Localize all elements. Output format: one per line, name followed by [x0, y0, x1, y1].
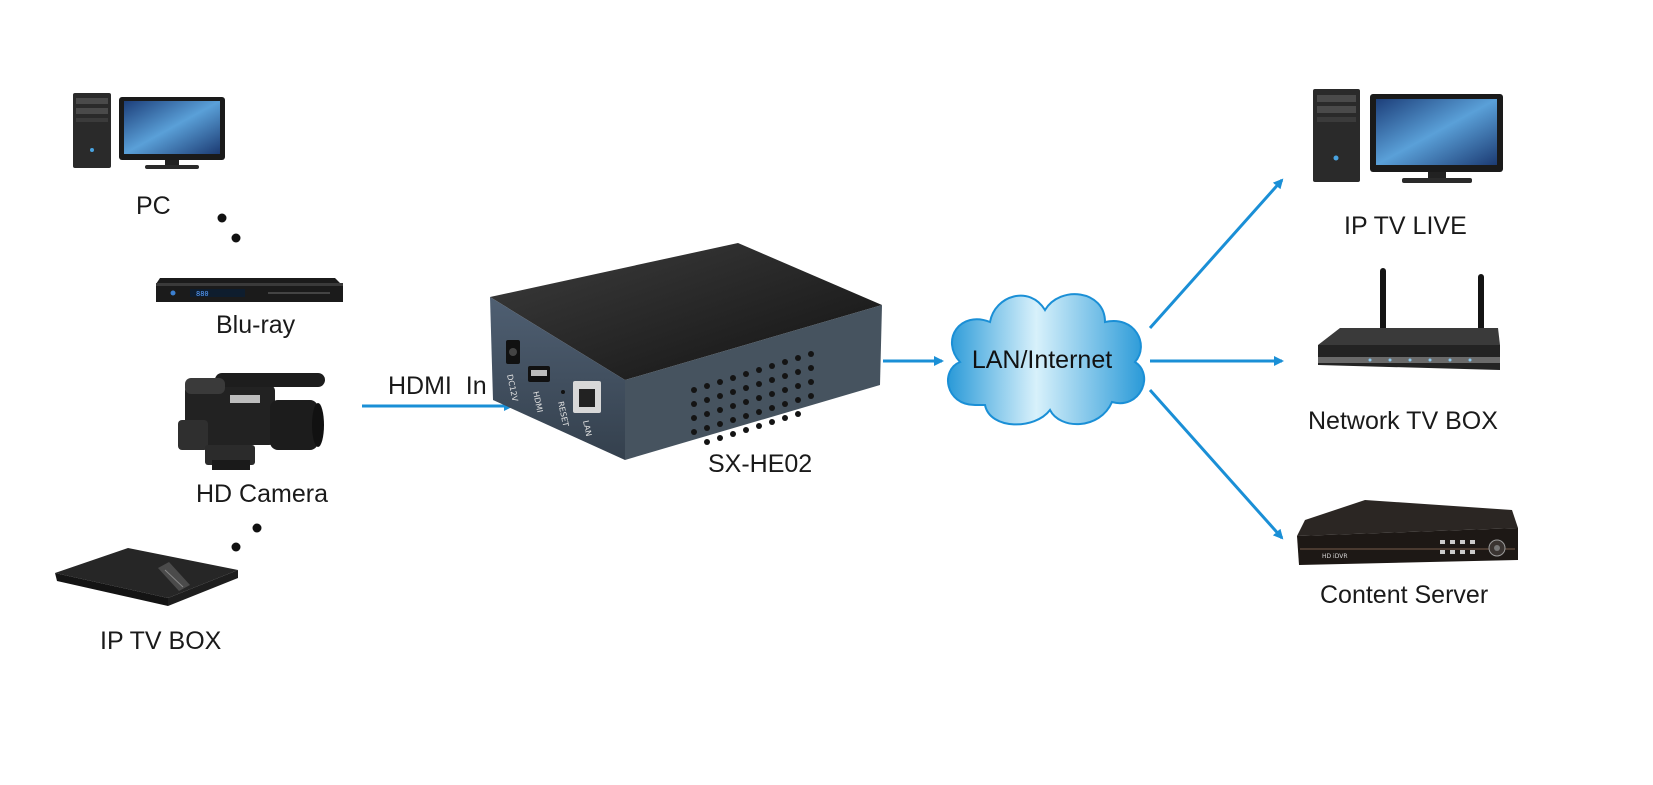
output-contentserver-icon: HD iDVR [1297, 500, 1518, 565]
dot-connector [217, 213, 227, 223]
reset-button [561, 390, 565, 394]
network-label: LAN/Internet [972, 346, 1112, 374]
dot-connector [231, 542, 241, 552]
encoder-label: SX-HE02 [708, 450, 813, 478]
output-label-iptvlive: IP TV LIVE [1344, 212, 1467, 240]
port-label-hdmi: HDMI [531, 391, 544, 414]
cloud-to-iptvlive-arrow [1148, 178, 1284, 329]
source-iptvbox-icon [55, 548, 238, 606]
dot-connector [231, 233, 241, 243]
output-label-nettvbox: Network TV BOX [1308, 407, 1498, 435]
network-cloud-icon: LAN/Internet [947, 293, 1146, 426]
dvr-brand-text: HD iDVR [1322, 553, 1348, 560]
source-label-iptvbox: IP TV BOX [100, 627, 222, 655]
bluray-display-text: 880 [196, 290, 209, 298]
output-nettvbox-icon [1318, 268, 1500, 370]
source-pc-icon [73, 93, 225, 169]
encoder-device-icon: DC12V HDMI RESET LAN [490, 243, 882, 460]
source-camera-icon [178, 373, 325, 470]
source-label-pc: PC [136, 192, 171, 220]
port-label-lan: LAN [581, 420, 593, 438]
dot-connector [252, 523, 262, 533]
cloud-to-contentserver-arrow [1148, 389, 1284, 540]
source-label-bluray: Blu-ray [216, 311, 296, 339]
source-bluray-icon: 880 [156, 278, 343, 302]
source-label-camera: HD Camera [196, 480, 328, 508]
output-label-contentserver: Content Server [1320, 581, 1489, 609]
hdmi-in-label: HDMI In [388, 372, 487, 400]
output-iptvlive-icon [1313, 89, 1503, 183]
